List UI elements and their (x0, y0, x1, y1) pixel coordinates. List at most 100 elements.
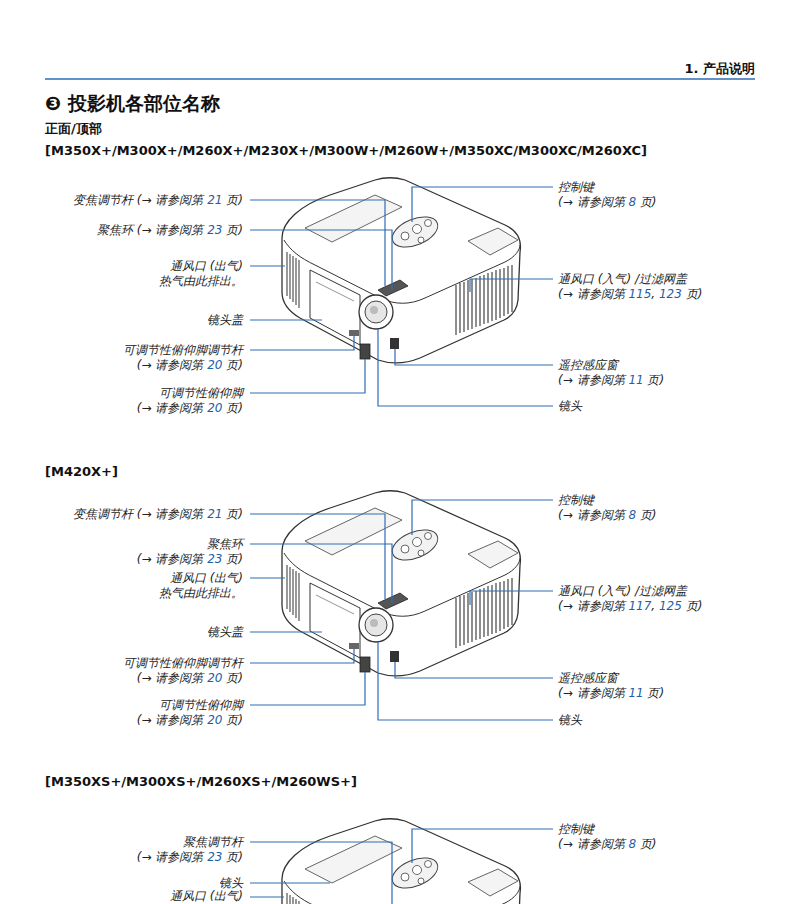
text-run: 可调节性俯仰脚调节杆 (123, 343, 243, 357)
page-ref: 117 (628, 599, 651, 613)
part-label: 可调节性俯仰脚 (→ 请参阅第 20 页) (137, 386, 243, 416)
page-title: ❸ 投影机各部位名称 (45, 91, 220, 115)
text-run: 1. 产品说明 (684, 61, 755, 76)
leader-line (378, 642, 553, 720)
text-line: 遥控感应窗 (558, 358, 664, 373)
text-run: (→ 请参阅第 (137, 671, 207, 685)
text-line: (→ 请参阅第 8 页) (558, 195, 657, 210)
leader-line (250, 230, 392, 290)
text-line: (→ 请参阅第 11 页) (558, 373, 664, 388)
text-line: 通风口 (入气) /过滤网盖 (558, 272, 702, 287)
text-run: 页) (223, 671, 244, 685)
leader-line (250, 882, 330, 883)
leader-line (250, 649, 354, 663)
leader-line (412, 829, 553, 863)
leader-line (250, 577, 285, 578)
text-run: 镜头 (558, 713, 582, 727)
text-line: 控制键 (558, 180, 657, 195)
text-run: 遥控感应窗 (558, 358, 618, 372)
text-run: 页) (223, 850, 244, 864)
part-label: 变焦调节杆 (→ 请参阅第 21 页) (73, 193, 243, 208)
text-line: 通风口 (入气) /过滤网盖 (558, 584, 702, 599)
text-run: [M420X+] (45, 464, 118, 479)
text-run: 页) (223, 358, 244, 372)
part-label: 通风口 (出气) 热气由此排出。 (159, 259, 243, 289)
projector-figure (282, 178, 520, 363)
text-run: 聚焦环 (207, 537, 243, 551)
text-line: (→ 请参阅第 20 页) (137, 713, 243, 728)
text-run: 遥控感应窗 (558, 671, 618, 685)
text-line: 通风口 (出气) (159, 259, 243, 274)
text-run: 镜头 (219, 876, 243, 890)
text-run: (→ 请参阅第 (137, 552, 207, 566)
text-run: 控制键 (558, 180, 594, 194)
text-run: 变焦调节杆 (→ 请参阅第 (73, 193, 207, 207)
part-label: 通风口 (入气) /过滤网盖 (→ 请参阅第 115, 123 页) (558, 272, 702, 302)
page-ref: 21 (207, 193, 222, 207)
leader-line (395, 349, 553, 365)
page-ref: 11 (628, 686, 643, 700)
text-run: 通风口 (出气) (170, 571, 243, 585)
text-run: [M350X+/M300X+/M260X+/M230X+/M300W+/M260… (45, 143, 647, 158)
part-label: 可调节性俯仰脚调节杆 (→ 请参阅第 20 页) (123, 656, 243, 686)
text-run: 页) (636, 195, 657, 209)
text-run: 控制键 (558, 822, 594, 836)
text-run: (→ 请参阅第 (558, 599, 628, 613)
text-line: 可调节性俯仰脚 (137, 698, 243, 713)
text-run: (→ 请参阅第 (558, 508, 628, 522)
text-run: 通风口 (入气) /过滤网盖 (558, 584, 687, 598)
projector-figure (282, 819, 520, 904)
text-line: (→ 请参阅第 8 页) (558, 508, 657, 523)
text-line: 热气由此排出。 (159, 274, 243, 289)
leader-line (412, 500, 553, 535)
page-ref: 115 (628, 287, 651, 301)
page-ref: 20 (207, 713, 222, 727)
text-line: (→ 请参阅第 23 页) (137, 552, 243, 567)
page-ref: 125 (659, 599, 682, 613)
page-ref: 8 (628, 195, 636, 209)
part-label: 遥控感应窗 (→ 请参阅第 11 页) (558, 358, 664, 388)
part-label: 控制键 (→ 请参阅第 8 页) (558, 822, 657, 852)
text-run: , (651, 599, 659, 613)
header-rule (45, 78, 755, 80)
text-run: (→ 请参阅第 (558, 287, 628, 301)
part-label: 镜头盖 (207, 625, 243, 640)
text-line: (→ 请参阅第 11 页) (558, 686, 664, 701)
text-run: 页) (636, 837, 657, 851)
text-run: 通风口 (入气) /过滤网盖 (558, 272, 687, 286)
text-line: (→ 请参阅第 20 页) (123, 358, 243, 373)
text-line: 控制键 (558, 493, 657, 508)
leader-line (250, 336, 354, 350)
leader-line (250, 514, 385, 599)
text-line: (→ 请参阅第 23 页) (137, 850, 243, 865)
text-run: (→ 请参阅第 (558, 373, 628, 387)
part-label: 控制键 (→ 请参阅第 8 页) (558, 493, 657, 523)
text-run: 可调节性俯仰脚调节杆 (123, 656, 243, 670)
part-label: 聚焦环 (→ 请参阅第 23 页) (137, 537, 243, 567)
text-run: 页) (682, 287, 703, 301)
leader-line (412, 187, 553, 222)
model-list: [M350X+/M300X+/M260X+/M230X+/M300W+/M260… (45, 143, 647, 159)
text-line: (→ 请参阅第 115, 123 页) (558, 287, 702, 302)
text-line: 可调节性俯仰脚调节杆 (123, 343, 243, 358)
text-run: 镜头盖 (207, 313, 243, 327)
part-label: 可调节性俯仰脚调节杆 (→ 请参阅第 20 页) (123, 343, 243, 373)
page-ref: 20 (207, 358, 222, 372)
part-label: 镜头 (219, 876, 243, 891)
text-run: 控制键 (558, 493, 594, 507)
text-run: 页) (223, 223, 244, 237)
text-run: (→ 请参阅第 (137, 850, 207, 864)
leader-line (250, 896, 284, 897)
part-label: 通风口 (出气) (170, 889, 243, 904)
page-ref: 21 (207, 507, 222, 521)
text-run: , (651, 287, 659, 301)
leader-line (470, 591, 553, 605)
text-run: 页) (644, 373, 665, 387)
text-run: (→ 请参阅第 (137, 358, 207, 372)
part-label: 遥控感应窗 (→ 请参阅第 11 页) (558, 671, 664, 701)
leader-line (250, 359, 365, 393)
text-run: 镜头 (558, 399, 582, 413)
text-run: (→ 请参阅第 (558, 195, 628, 209)
